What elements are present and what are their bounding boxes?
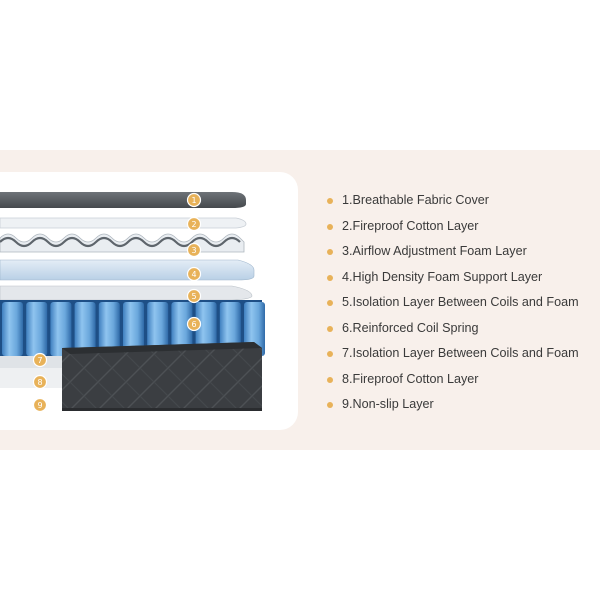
layer-breathable-fabric-cover [0, 192, 246, 208]
layer-label: 6.Reinforced Coil Spring [342, 320, 479, 335]
layer-number-marker: 8 [32, 374, 48, 390]
layer-label: 5.Isolation Layer Between Coils and Foam [342, 295, 579, 309]
coil-spring [2, 302, 23, 356]
marker-circle [186, 192, 202, 208]
layer-number-marker: 1 [186, 192, 202, 208]
layer-fireproof-cotton-top [0, 217, 247, 229]
marker-number: 8 [37, 378, 42, 387]
marker-number: 1 [191, 196, 196, 205]
list-item: 5.Isolation Layer Between Coils and Foam [324, 290, 594, 316]
layer-list: 1.Breathable Fabric Cover 2.Fireproof Co… [324, 188, 594, 418]
list-item: 6.Reinforced Coil Spring [324, 316, 594, 342]
coil-spring [219, 302, 241, 356]
layer-number-marker: 6 [186, 316, 202, 332]
bullet-dot [327, 402, 333, 408]
coil-spring [171, 302, 193, 356]
coil-spring [123, 302, 144, 356]
marker-number: 5 [191, 292, 196, 301]
marker-circle [186, 288, 202, 304]
layer-label: 1.Breathable Fabric Cover [342, 193, 489, 207]
coil-spring [50, 302, 72, 356]
marker-circle [186, 316, 202, 332]
marker-circle [186, 266, 202, 282]
list-item: 1.Breathable Fabric Cover [324, 188, 594, 214]
layer-number-marker: 4 [186, 266, 202, 282]
layer-number-marker: 3 [186, 242, 202, 258]
bullet-dot [327, 198, 333, 204]
coil-spring [195, 302, 217, 356]
layer-label: 4.High Density Foam Support Layer [342, 269, 543, 284]
layer-fireproof-cotton-bottom [0, 368, 62, 388]
list-item: 4.High Density Foam Support Layer [324, 265, 594, 291]
bullet-dot [327, 351, 333, 357]
layer-high-density-foam [0, 259, 255, 281]
layer-isolation-lower [0, 356, 62, 368]
layer-label: 2.Fireproof Cotton Layer [342, 218, 479, 233]
bullet-dot [327, 376, 333, 383]
layer-number-marker: 7 [32, 352, 48, 368]
layer-airflow-foam [0, 233, 245, 253]
coil-spring [98, 302, 120, 356]
layer-non-slip-base [62, 342, 262, 411]
marker-circle [186, 216, 202, 232]
layer-number-marker: 9 [32, 397, 48, 413]
marker-circle [186, 242, 202, 258]
marker-circle [32, 397, 48, 413]
list-item: 3.Airflow Adjustment Foam Layer [324, 239, 594, 265]
coil-spring [147, 302, 169, 356]
bullet-dot [327, 274, 333, 281]
marker-number: 7 [37, 356, 42, 365]
marker-circle [32, 374, 48, 390]
list-item: 2.Fireproof Cotton Layer [324, 214, 594, 240]
marker-number: 3 [191, 246, 196, 255]
layer-coil-springs [0, 300, 265, 358]
coil-spring [26, 302, 48, 356]
list-item: 9.Non-slip Layer [324, 392, 594, 418]
bullet-dot [327, 300, 333, 306]
layer-label: 3.Airflow Adjustment Foam Layer [342, 244, 527, 258]
marker-circle [32, 352, 48, 368]
marker-number: 6 [191, 320, 196, 329]
bullet-dot [327, 325, 333, 332]
marker-number: 4 [191, 270, 196, 279]
list-item: 8.Fireproof Cotton Layer [324, 367, 594, 393]
layer-number-marker: 2 [186, 216, 202, 232]
marker-number: 2 [191, 220, 196, 229]
layer-label: 9.Non-slip Layer [342, 397, 434, 411]
layer-isolation-upper [0, 285, 253, 301]
layer-label: 8.Fireproof Cotton Layer [342, 371, 479, 386]
layer-number-marker: 5 [186, 288, 202, 304]
marker-number: 9 [37, 401, 42, 410]
mattress-cross-section-illustration: 1 2 3 4 5 6 7 8 9 [0, 172, 298, 430]
list-item: 7.Isolation Layer Between Coils and Foam [324, 341, 594, 367]
bullet-dot [327, 249, 333, 255]
layer-label: 7.Isolation Layer Between Coils and Foam [342, 346, 579, 360]
bullet-dot [327, 223, 333, 230]
coil-spring [74, 302, 96, 356]
